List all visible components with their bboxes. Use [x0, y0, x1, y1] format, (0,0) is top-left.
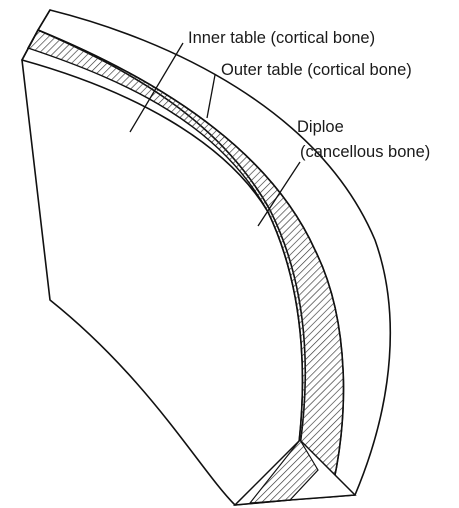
- diploe-layer: [28, 30, 344, 500]
- outer-table-leader: [207, 75, 215, 118]
- diploe-label-line1: Diploe: [297, 118, 344, 136]
- inner-table-label: Inner table (cortical bone): [188, 29, 375, 47]
- inner-table-edge: [22, 60, 302, 500]
- outer-table-label: Outer table (cortical bone): [221, 61, 412, 79]
- diploe-label-line2: (cancellous bone): [300, 143, 430, 161]
